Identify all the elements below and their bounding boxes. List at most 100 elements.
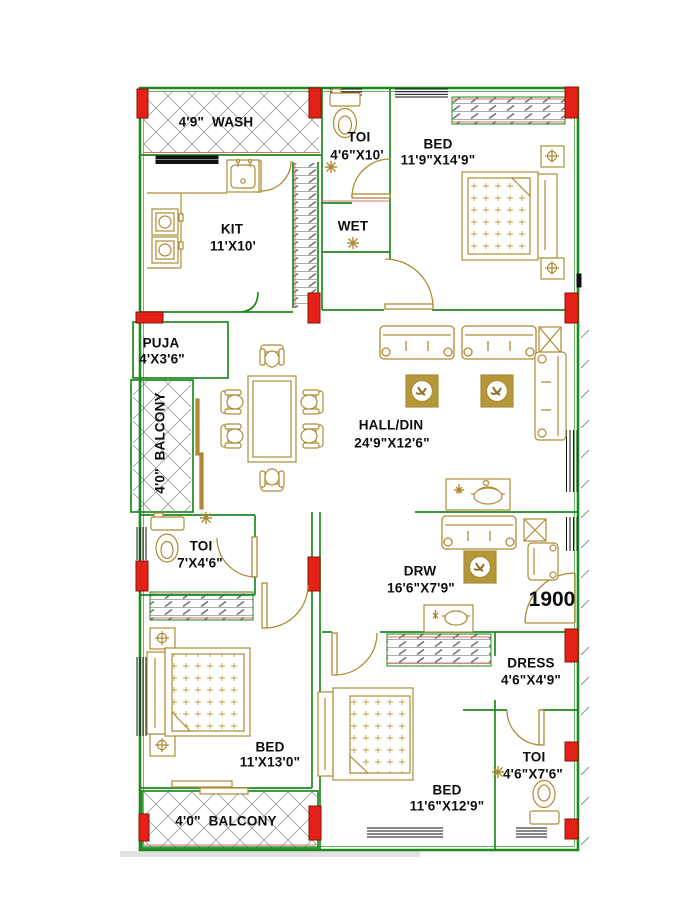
kitchen-fixtures [147,158,260,269]
pouf-icon [405,374,439,408]
door-arc-bed-bottom-left [261,582,309,629]
window-icon [395,88,448,98]
label-bed-top-right-dims: 11'9"X14'9" [400,152,476,168]
balcony-left-wall [130,379,194,513]
wardrobe-hatch-left [149,591,254,621]
label-drw: DRW [403,563,437,579]
column-block [564,86,579,119]
furniture [146,145,567,795]
dining-set-icon [220,344,324,492]
shadow-band [120,851,420,857]
door-arc-toi-left [216,536,258,578]
column-block [564,818,579,840]
outer-wall [138,86,580,852]
balcony-bottom-hatch [144,792,317,848]
shaft-hatch [294,163,317,308]
side-table-icon-drw [523,518,547,542]
window-icon [516,827,547,838]
bed-icon-bottom-left [146,627,251,757]
label-drw-dims: 16'6"X7'9" [387,580,455,596]
faucet-icon-wet [346,236,360,250]
label-bed-bottom-right-dims: 11'6"X12'9" [409,798,485,814]
sofa-icon-drw [441,515,517,550]
column-block [308,805,322,841]
armchair-icon [527,542,559,581]
door-arc-bed-top-right [384,258,434,310]
sofa-icon-hall-1 [379,325,455,360]
balcony-left-hatch [133,381,191,511]
bench-icon [171,780,249,795]
label-toi-top-dims: 4'6"X10' [330,147,384,163]
column-block [135,560,149,592]
label-toi-left-dims: 7'X4'6" [177,555,223,571]
exterior-ticks [580,329,590,846]
column-block [138,813,150,842]
column-block [135,311,164,324]
doors [195,158,576,746]
column-block [564,741,579,762]
label-hall-dims: 24'9"X12'6" [354,435,430,451]
coffee-table-icon-hall [445,478,511,511]
label-kit-dims: 11'X10' [209,238,257,254]
wardrobe-hatch-center [386,633,492,667]
toilet-icon-bottom-right [529,779,560,825]
window-icon [566,430,578,492]
pouf-icon [463,550,497,584]
label-dress-dims: 4'6"X4'9" [500,672,562,688]
walls [130,86,580,852]
kitchen-vent-bar [155,160,219,164]
red-accent-lines [143,152,390,846]
door-arc-toi-top [351,158,391,199]
label-puja: PUJA [142,335,180,351]
label-bed-bottom-left: BED [255,739,285,755]
hatch-areas [133,91,566,848]
kitchen-vent-bar [155,155,219,160]
column-block [307,292,321,324]
label-wet: WET [337,218,369,234]
door-arc-dress-toi [506,709,545,746]
label-hall: HALL/DIN [358,417,424,433]
label-toi-left: TOI [189,538,213,554]
side-table-icon-hall [538,326,562,354]
label-balcony-left: 4'0" BALCONY [152,392,168,494]
puja-wall [132,321,229,379]
counter-edge [147,192,227,269]
window-icon [566,517,578,551]
window-icon [136,527,147,560]
pouf-icon [480,374,514,408]
sitout-hatch [451,96,566,125]
label-kit: KIT [220,221,244,237]
door-arc-bed-bottom-center [331,632,378,676]
shower-icon [199,511,213,525]
label-bed-bottom-left-dims: 11'X13'0" [239,754,301,770]
stove-icon [151,208,184,264]
label-balcony-bottom: 4'0" BALCONY [175,813,277,829]
bed-icon-bottom-center [317,687,414,781]
columns [135,86,579,842]
toilet-icon-top [329,88,361,139]
balcony-slider [195,398,204,510]
coffee-table-icon-drw [423,604,474,633]
main-entry-door-arc [524,572,576,624]
bathroom-fixtures [150,88,560,825]
column-block [308,87,322,119]
wall-mark [576,273,582,288]
label-toi-top: TOI [347,129,371,145]
column-block [564,292,579,324]
column-block [136,88,149,119]
label-toi-bottom-right: TOI [522,749,546,765]
window-icon [136,657,147,736]
sofa-icon-hall-2 [461,325,537,360]
label-bed-top-right: BED [423,136,453,152]
sofa-icon-hall-vertical [534,351,567,441]
label-wash: 4'9" WASH [178,114,254,130]
column-block [564,628,579,663]
label-puja-dims: 4'X3'6" [139,351,185,367]
label-toi-bottom-right-dims: 4'6"X7'6" [502,766,564,782]
bed-icon-top-right [461,145,565,280]
sink-icon [226,158,260,193]
toilet-icon-left [150,512,185,563]
shower-icon [324,160,338,174]
